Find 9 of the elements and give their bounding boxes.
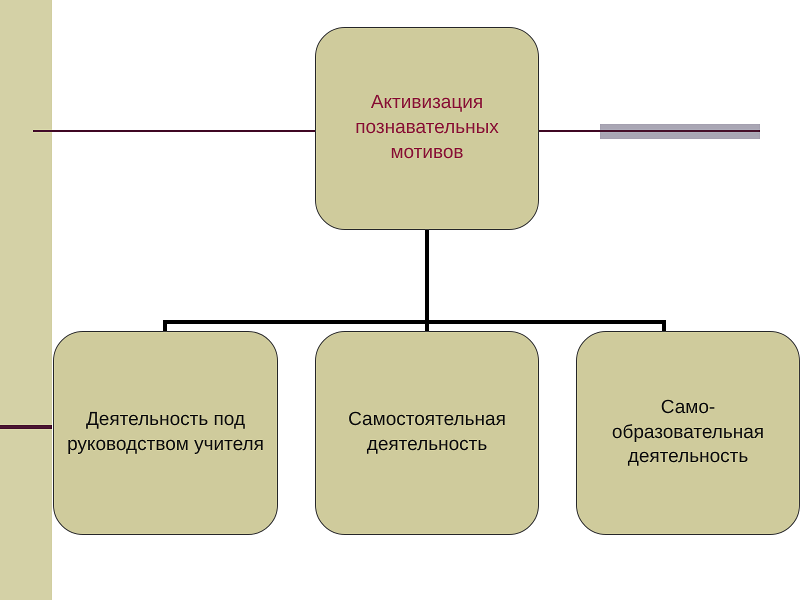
- box-text: Активизация познавательных мотивов: [354, 91, 500, 165]
- box-text: Деятельность под руководством учителя: [66, 408, 265, 457]
- box-text: Самостоятельная деятельность: [347, 408, 507, 457]
- rounded-box: [576, 331, 800, 535]
- rounded-box: [315, 27, 539, 230]
- connector-line: [425, 230, 666, 331]
- box-text: Само-образовательная деятельность: [610, 396, 766, 470]
- rounded-box: [315, 331, 539, 535]
- rounded-box: [53, 331, 278, 535]
